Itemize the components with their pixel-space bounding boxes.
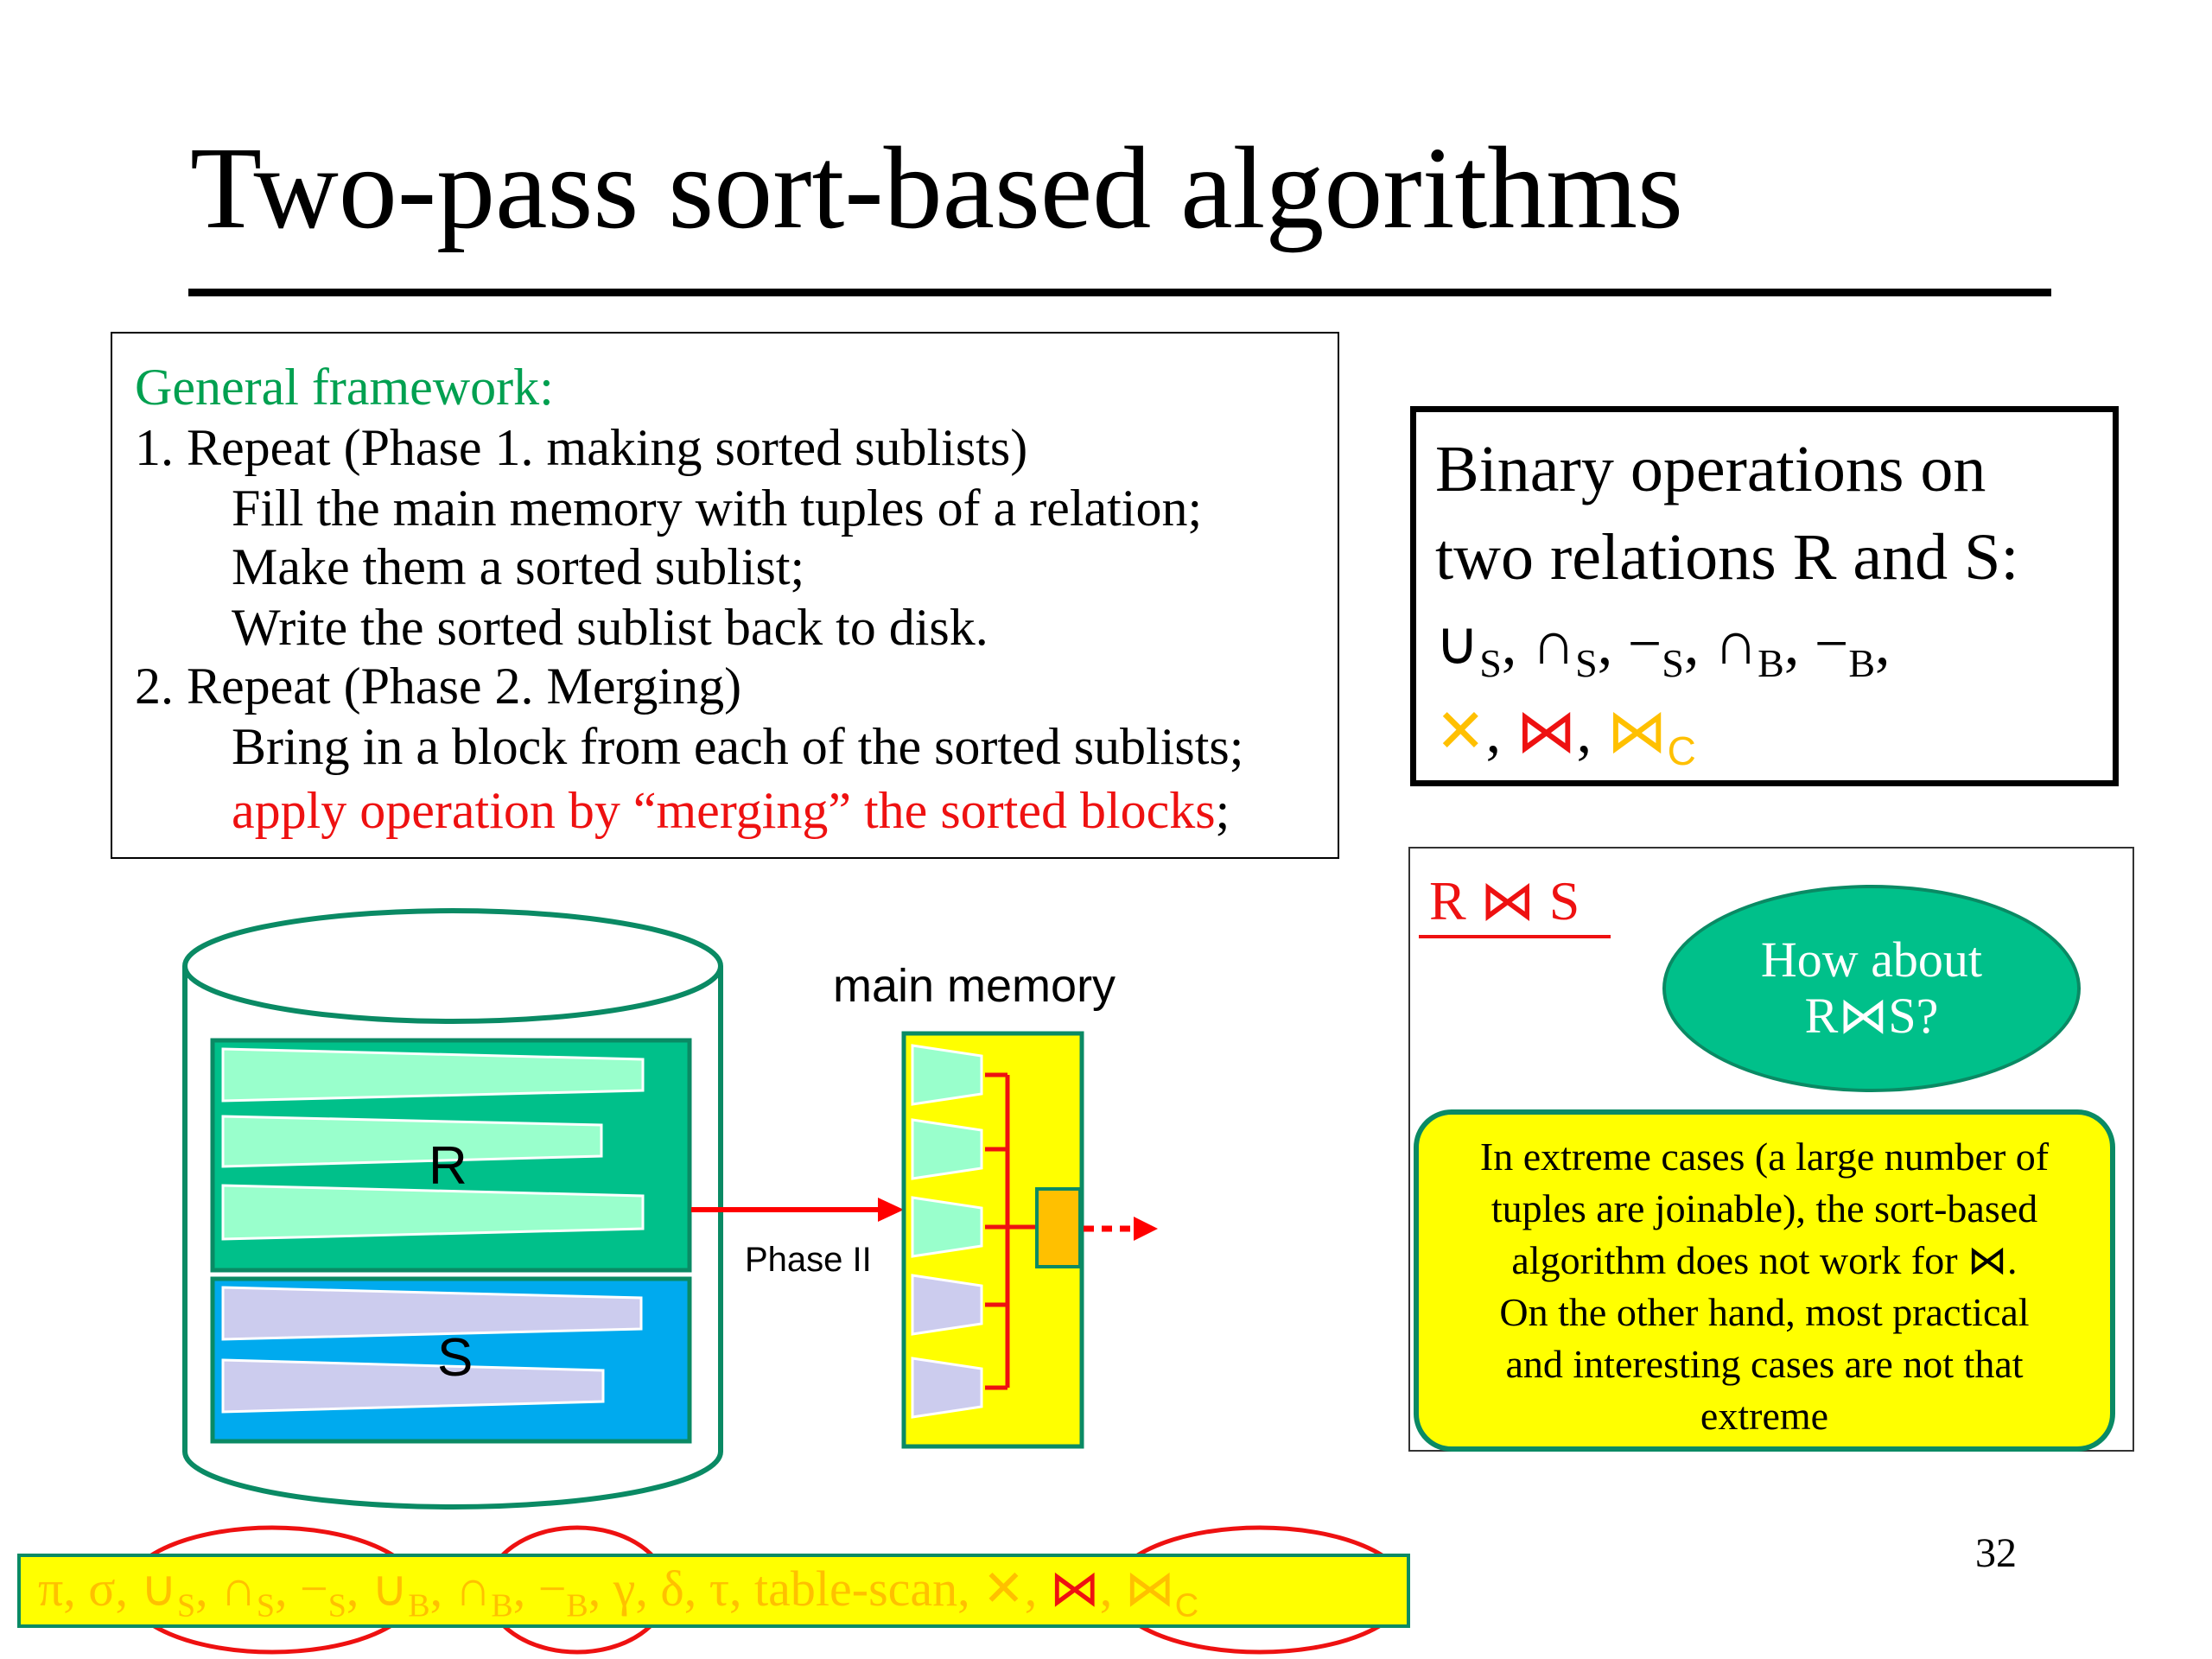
join-label-underline xyxy=(1419,935,1611,938)
op-symbol: − xyxy=(1627,611,1662,677)
binary-ops-line-2: two relations R and S: xyxy=(1435,521,2019,594)
memory-buffer xyxy=(911,1357,983,1419)
extreme-cases-note: In extreme cases (a large number of tupl… xyxy=(1414,1109,2115,1452)
op-sub: S xyxy=(1479,641,1502,685)
binary-operations-box: Binary operations on two relations R and… xyxy=(1410,406,2119,786)
op-item: ∩ xyxy=(454,1560,492,1617)
theta-join-symbol: ⋈ xyxy=(1606,697,1668,765)
sorted-sublist-r xyxy=(221,1115,603,1168)
note-line: algorithm does not work for ⋈. xyxy=(1511,1238,2018,1282)
highlight-text: apply operation by “merging” the sorted … xyxy=(232,782,1216,839)
op-sub: B xyxy=(566,1587,588,1624)
op-sub: S xyxy=(1575,641,1598,685)
op-item: − xyxy=(299,1560,328,1617)
note-line: On the other hand, most practical xyxy=(1499,1290,2030,1334)
memory-buffer xyxy=(911,1196,983,1258)
sorted-sublist-s xyxy=(221,1286,643,1341)
op-item: , xyxy=(1099,1560,1125,1617)
op-item: , xyxy=(195,1560,221,1617)
framework-heading: General framework: xyxy=(135,359,554,416)
binary-ops-line-1: Binary operations on xyxy=(1435,433,1986,505)
bubble-line: How about xyxy=(1760,931,1983,988)
title-underline xyxy=(188,289,2051,296)
op-item: , xyxy=(429,1560,455,1617)
framework-line: 1. Repeat (Phase 1. making sorted sublis… xyxy=(135,419,1028,476)
sorted-sublist-r xyxy=(221,1047,645,1103)
note-line: and interesting cases are not that xyxy=(1505,1342,2024,1386)
op-sub: B xyxy=(1758,641,1784,685)
how-about-bubble: How about R⋈S? xyxy=(1662,885,2081,1092)
note-line: extreme xyxy=(1700,1394,1829,1438)
op-sub: B xyxy=(408,1587,430,1624)
op-sub: S xyxy=(1662,641,1684,685)
relation-s-label: S xyxy=(437,1328,473,1388)
op-item: ⋈ xyxy=(1049,1560,1100,1617)
bubble-line: R⋈S? xyxy=(1804,988,1939,1044)
operator-list: π, σ, ∪S, ∩S, −S, ∪B, ∩B, −B, γ, δ, τ, t… xyxy=(38,1564,1198,1623)
binary-ops-row-1: ∪S, ∩S, −S, ∩B, −B, xyxy=(1435,609,1891,685)
op-sub: S xyxy=(256,1587,275,1624)
op-sub: B xyxy=(491,1587,513,1624)
phase-arrow-icon xyxy=(691,1198,904,1222)
op-sub: S xyxy=(177,1587,196,1624)
operator-bar xyxy=(17,1554,1410,1628)
op-item: , xyxy=(346,1560,372,1617)
main-memory-label: main memory xyxy=(833,960,1116,1012)
framework-line: Make them a sorted sublist; xyxy=(232,538,805,595)
note-line: tuples are joinable), the sort-based xyxy=(1491,1186,2038,1230)
memory-buffer xyxy=(911,1118,983,1180)
memory-buffer xyxy=(911,1274,983,1336)
op-item: , xyxy=(1024,1560,1050,1617)
op-symbol: − xyxy=(1814,611,1849,677)
output-buffer xyxy=(1035,1187,1082,1268)
op-sub: B xyxy=(1848,641,1875,685)
product-symbol: ✕ xyxy=(1435,697,1486,765)
framework-line: Bring in a block from each of the sorted… xyxy=(232,718,1244,775)
join-panel-label: R ⋈ S xyxy=(1429,870,1580,931)
op-item: , xyxy=(512,1560,538,1617)
highlight-end: ; xyxy=(1215,782,1230,839)
framework-line: Fill the main memory with tuples of a re… xyxy=(232,480,1203,537)
note-line: In extreme cases (a large number of xyxy=(1479,1135,2050,1179)
op-item: − xyxy=(537,1560,567,1617)
op-symbol: ∩ xyxy=(1713,609,1758,677)
framework-line: Write the sorted sublist back to disk. xyxy=(232,599,988,656)
join-symbol: ⋈ xyxy=(1516,697,1577,765)
op-sub: C xyxy=(1667,728,1696,773)
merge-bracket xyxy=(985,1072,1037,1390)
op-item: ∪ xyxy=(371,1560,409,1617)
op-sub: C xyxy=(1174,1587,1199,1624)
op-item: ✕ xyxy=(982,1560,1025,1617)
framework-line: 2. Repeat (Phase 2. Merging) xyxy=(135,658,742,715)
framework-box: General framework: 1. Repeat (Phase 1. m… xyxy=(111,332,1339,859)
op-item: ∪ xyxy=(140,1560,178,1617)
op-symbol: ∪ xyxy=(1435,609,1480,677)
slide-title: Two-pass sort-based algorithms xyxy=(190,124,1683,253)
op-item: ⋈ xyxy=(1124,1560,1175,1617)
framework-highlight-line: apply operation by “merging” the sorted … xyxy=(232,785,1230,836)
op-item: , γ, δ, τ, table-scan, xyxy=(588,1560,983,1617)
phase-label: Phase II xyxy=(745,1241,872,1279)
op-sub: S xyxy=(327,1587,346,1624)
op-symbol: ∩ xyxy=(1531,609,1576,677)
op-item: ∩ xyxy=(220,1560,257,1617)
relation-r-label: R xyxy=(429,1136,467,1196)
memory-buffer xyxy=(911,1044,983,1106)
sorted-sublist-r xyxy=(221,1184,645,1241)
op-item: , xyxy=(274,1560,300,1617)
op-item: π, σ, xyxy=(38,1560,141,1617)
output-arrow-icon xyxy=(1084,1217,1158,1241)
sorted-sublist-s xyxy=(221,1358,605,1414)
page-number: 32 xyxy=(1975,1530,2017,1576)
binary-ops-row-2: ✕, ⋈, ⋈C xyxy=(1435,697,1696,773)
